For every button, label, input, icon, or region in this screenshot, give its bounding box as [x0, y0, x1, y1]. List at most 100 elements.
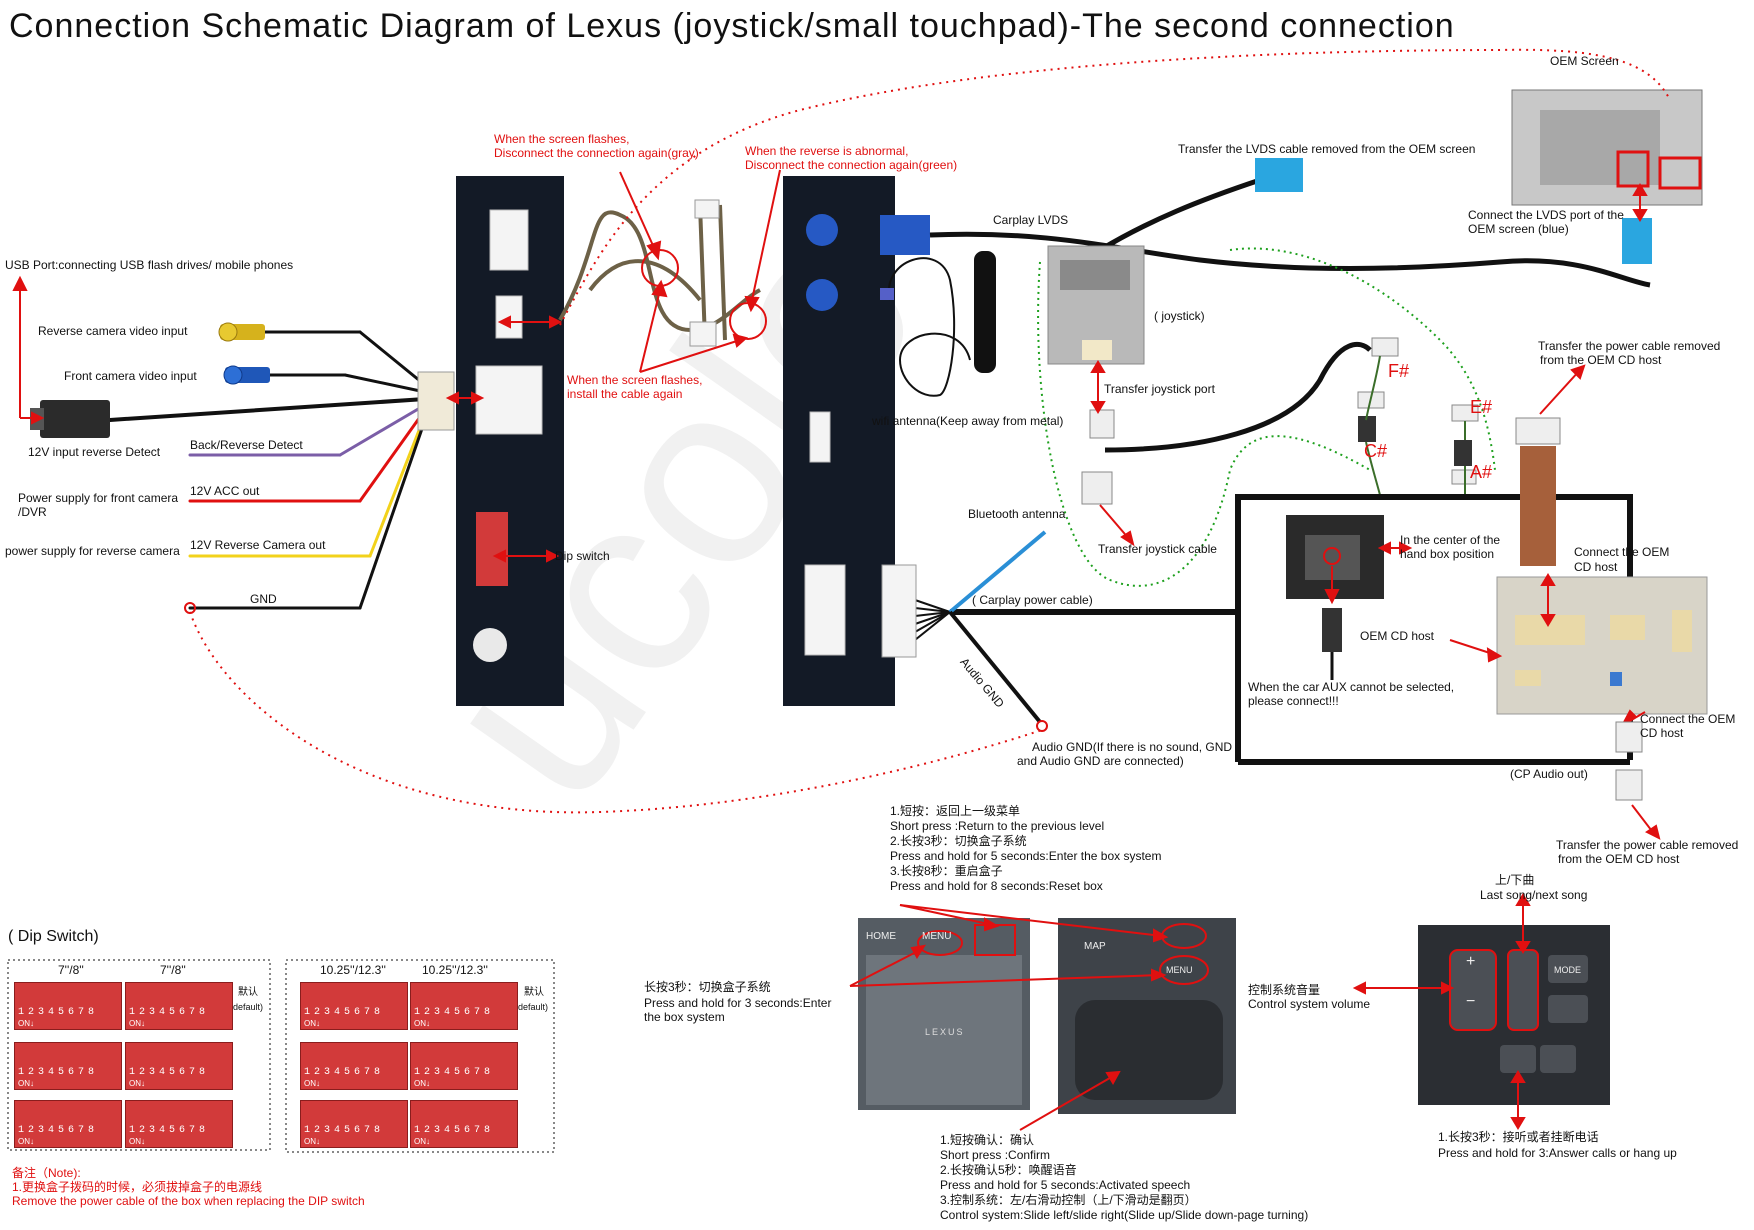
front-power-label: Power supply for front camera: [18, 491, 179, 505]
dip-switch-numbers: 12345678: [304, 1007, 385, 1018]
flash-install-note-1: When the screen flashes,: [567, 373, 703, 387]
dip-default-en-right: (default): [515, 1002, 549, 1012]
rca-blue-connector: [223, 365, 270, 385]
flash-install-note-2: install the cable again: [567, 387, 683, 401]
touchpad-left-note-3: the box system: [644, 1010, 725, 1024]
harness-connector-left: [417, 371, 455, 431]
carplay-box-right-side: [783, 176, 895, 706]
joystick-port-plug: [1089, 409, 1115, 439]
bluetooth-antenna-label: Bluetooth antenna: [968, 507, 1066, 521]
reverse-camera-out-label: 12V Reverse Camera out: [190, 538, 326, 552]
e-a-cable: [1451, 404, 1479, 495]
joystick-arrows: [1090, 360, 1135, 547]
left-harness: [108, 330, 427, 610]
dip-right-header-b: 10.25''/12.3'': [422, 963, 488, 977]
reverse-green-note-1: When the reverse is abnormal,: [745, 144, 909, 158]
confirm-note-3: 2.长按确认5秒：唤醒语音: [940, 1163, 1077, 1177]
audio-gnd-note-1: Audio GND(If there is no sound, GND: [1032, 740, 1233, 754]
confirm-note-4: Press and hold for 5 seconds:Activated s…: [940, 1178, 1191, 1192]
cd-host-bottom-transfer-plug: [1615, 769, 1643, 801]
joystick-cable-plug: [1081, 471, 1113, 505]
call-note-1: 1.长按3秒：接听或者挂断电话: [1438, 1130, 1599, 1144]
dip-heading: ( Dip Switch): [8, 928, 99, 945]
usb-arrow: [12, 275, 45, 425]
wheel-mode-label: MODE: [1554, 965, 1581, 975]
dip-default-cn-right: 默认: [524, 987, 544, 998]
top-dotted-link: [559, 48, 1671, 326]
box-arrows: [445, 315, 563, 563]
dip-switch-on-label: ON↓: [304, 1079, 320, 1088]
jumper-harness: [558, 204, 761, 341]
dip-left-header-b: 7''/8'': [160, 963, 186, 977]
touchpad-left-note-2: Press and hold for 3 seconds:Enter: [644, 996, 832, 1010]
aux-note-2: please connect!!!: [1248, 694, 1339, 708]
connect-cd-bottom-label-1: Connect the OEM: [1640, 712, 1736, 726]
touchpad-photo-left: [858, 918, 1030, 1110]
confirm-note-2: Short press :Confirm: [940, 1148, 1051, 1162]
flash-gray-note-2: Disconnect the connection again(gray): [494, 146, 699, 160]
dip-switch-on-label: ON↓: [18, 1137, 34, 1146]
note-line-en: Remove the power cable of the box when r…: [12, 1194, 365, 1208]
dip-left-header-a: 7''/8'': [58, 963, 84, 977]
e-sharp-label: E#: [1470, 397, 1493, 417]
confirm-note-5: 3.控制系统：左/右滑动控制（上/下滑动是翻页）: [940, 1193, 1197, 1207]
connect-lvds-label-2: OEM screen (blue): [1468, 222, 1569, 236]
oem-cd-host-label: OEM CD host: [1360, 629, 1435, 643]
dip-switch-on-label: ON↓: [129, 1137, 145, 1146]
lexus-brand-label: LEXUS: [925, 1027, 965, 1037]
dip-right-header-a: 10.25''/12.3'': [320, 963, 386, 977]
dip-switch-numbers: 12345678: [414, 1007, 495, 1018]
cd-host-transfer-connector-top: [1515, 417, 1561, 566]
connect-cd-bottom-label-2: CD host: [1640, 726, 1684, 740]
joystick-photo: [1047, 245, 1145, 365]
dip-switch-on-label: ON↓: [304, 1137, 320, 1146]
menu-note-4: Press and hold for 5 seconds:Enter the b…: [890, 849, 1162, 863]
audio-gnd-note-2: and Audio GND are connected): [1017, 754, 1184, 768]
dip-switch-on-label: ON↓: [18, 1019, 34, 1028]
power-transfer-top-2: from the OEM CD host: [1540, 353, 1662, 367]
dip-switch-on-label: ON↓: [414, 1019, 430, 1028]
volume-note-2: Control system volume: [1248, 997, 1371, 1011]
f-c-cable: [1357, 337, 1399, 496]
carplay-power-cable-label: ( Carplay power cable): [972, 593, 1093, 607]
menu-button-right-label: MENU: [1166, 965, 1193, 975]
carplay-lvds-label: Carplay LVDS: [993, 213, 1069, 227]
c-sharp-label: C#: [1364, 441, 1388, 461]
transfer-joystick-port-label: Transfer joystick port: [1104, 382, 1215, 396]
dip-switch-on-label: ON↓: [129, 1079, 145, 1088]
dip-switch-numbers: 12345678: [18, 1125, 99, 1136]
lvds-blue-connector-top: [1255, 158, 1303, 192]
hand-box-label-2: hand box position: [1400, 547, 1495, 561]
oem-cd-host-photo: [1496, 576, 1708, 715]
hand-box-photo: [1286, 515, 1384, 599]
touchpad-arrows: [849, 904, 1169, 1131]
dip-default-en-left: (default): [230, 1002, 264, 1012]
dip-switch-on-label: ON↓: [304, 1019, 320, 1028]
menu-note-2: Short press :Return to the previous leve…: [890, 819, 1105, 833]
touchpad-photo-right: [1058, 918, 1236, 1114]
dvr-label: /DVR: [18, 505, 47, 519]
aux-cable-plug: [1322, 608, 1342, 652]
dip-switch-on-label: ON↓: [129, 1019, 145, 1028]
gnd-dotted-link: [189, 611, 1043, 814]
confirm-note-1: 1.短按确认：确认: [940, 1133, 1035, 1147]
oem-screen: [1511, 89, 1703, 206]
bluetooth-antenna-wire: [948, 530, 1047, 614]
power-transfer-bottom-2: from the OEM CD host: [1558, 852, 1680, 866]
cp-audio-out-label: (CP Audio out): [1510, 767, 1588, 781]
dip-switch-on-label: ON↓: [414, 1079, 430, 1088]
connect-cd-label-2: CD host: [1574, 560, 1618, 574]
dip-switch-numbers: 12345678: [18, 1007, 99, 1018]
menu-note-1: 1.短按：返回上一级菜单: [890, 804, 1021, 818]
power-transfer-top-1: Transfer the power cable removed: [1538, 339, 1721, 353]
map-button-label: MAP: [1084, 941, 1106, 952]
wheel-plus-label: +: [1466, 953, 1476, 970]
dip-default-cn-left: 默认: [238, 987, 258, 998]
